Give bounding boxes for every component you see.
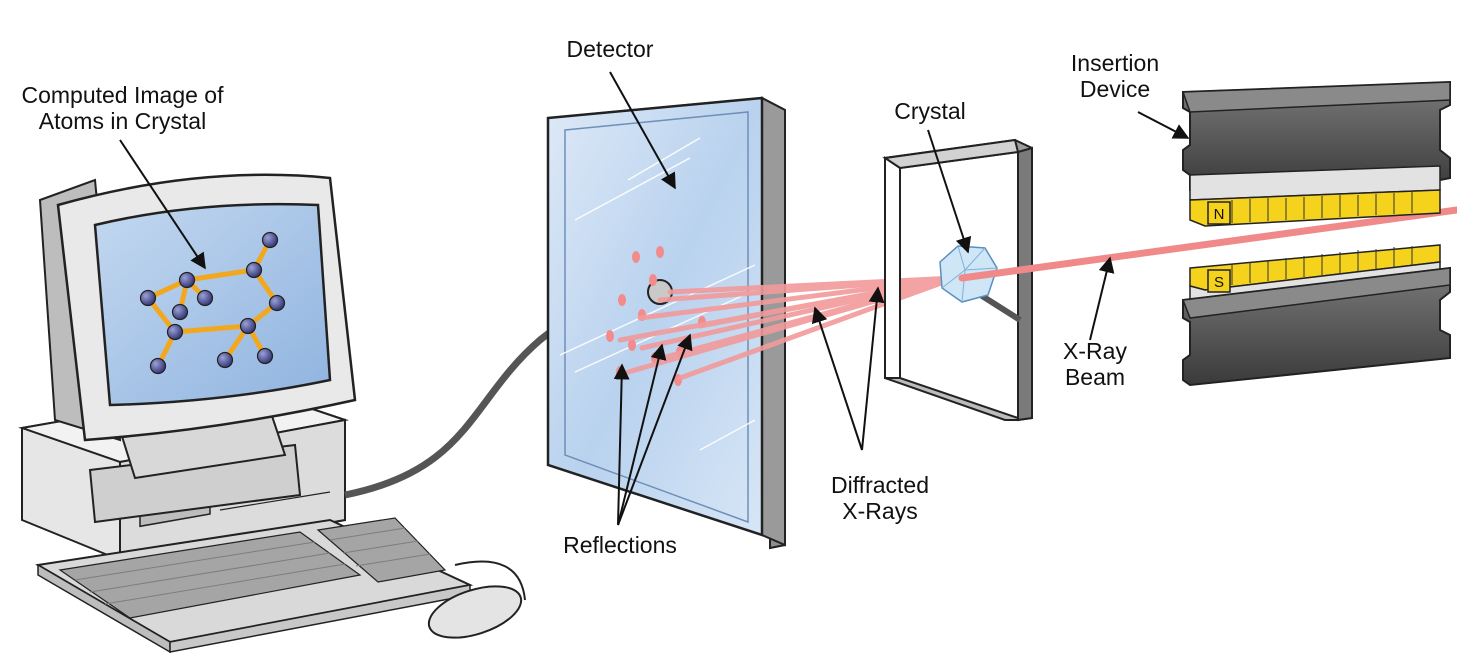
label-detector: Detector <box>566 36 654 62</box>
label-computed-image: Computed Image of Atoms in Crystal <box>0 82 245 134</box>
label-insertion-device-line1: Insertion <box>1070 50 1160 76</box>
arrow-insertion-device <box>1137 111 1190 139</box>
label-insertion-device-line2: Device <box>1079 76 1151 102</box>
pointer-arrows <box>119 71 1190 526</box>
arrow-crystal <box>927 129 972 254</box>
label-diffracted-xrays: Diffracted X-Rays <box>810 472 950 524</box>
arrow-detector <box>609 71 676 190</box>
south-pole-label: S <box>1214 274 1224 291</box>
monitor-screen <box>93 202 332 407</box>
label-insertion-device: Insertion Device <box>1050 50 1180 102</box>
arrow-reflections-1 <box>613 363 630 526</box>
label-computed-image-line2: Atoms in Crystal <box>38 108 207 134</box>
label-xray-beam: X-Ray Beam <box>1040 338 1150 390</box>
label-xray-beam-line1: X-Ray <box>1063 338 1127 364</box>
computer <box>18 173 656 654</box>
crystal-holder <box>882 138 1033 422</box>
label-reflections: Reflections <box>563 532 677 558</box>
arrow-computed-image <box>119 139 206 270</box>
south-pole-tile <box>1207 269 1231 293</box>
label-xray-beam-line2: Beam <box>1064 364 1126 390</box>
arrow-reflections-3 <box>617 333 693 526</box>
label-diffracted-line1: Diffracted <box>830 472 929 498</box>
north-pole-tile <box>1207 201 1231 225</box>
atoms <box>139 231 286 375</box>
insertion-device: N S <box>1181 80 1451 387</box>
north-pole-label: N <box>1214 206 1225 223</box>
arrow-xray-beam <box>1089 256 1115 341</box>
mouse <box>427 560 526 639</box>
monitor <box>38 173 357 524</box>
keyboard <box>35 517 474 654</box>
label-computed-image-line1: Computed Image of <box>21 82 224 108</box>
arrow-diffracted-1 <box>811 306 863 451</box>
arrow-reflections-2 <box>617 343 667 526</box>
label-diffracted-line2: X-Rays <box>842 498 918 524</box>
label-crystal: Crystal <box>894 98 966 124</box>
arrow-diffracted-2 <box>861 286 885 451</box>
xray-beam <box>958 206 1457 282</box>
